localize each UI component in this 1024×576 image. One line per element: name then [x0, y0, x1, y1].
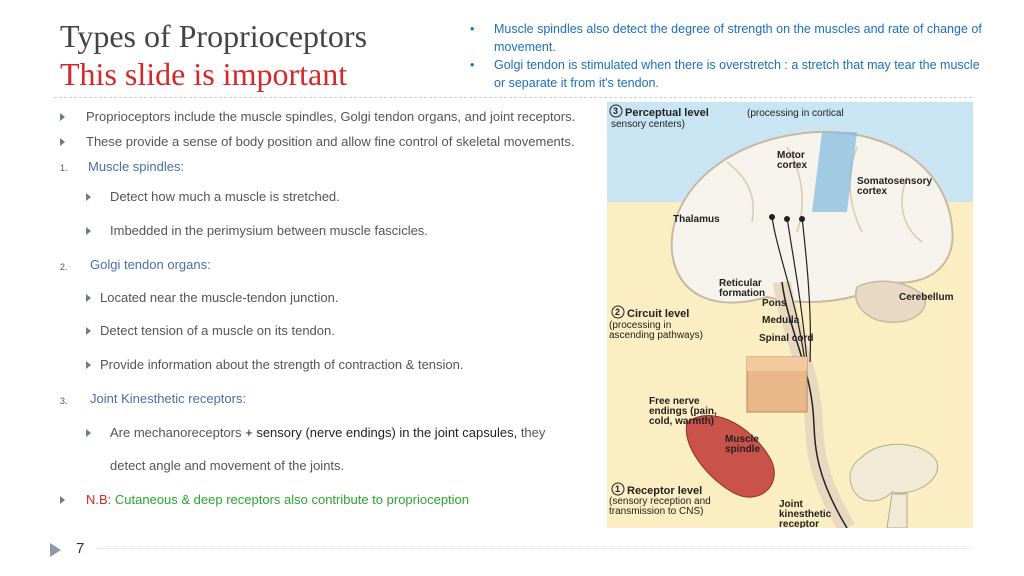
section-number: 3. — [60, 396, 68, 406]
bullet-arrow-icon — [86, 428, 91, 437]
free-nerve-label: Free nerve — [649, 396, 700, 407]
bullet-arrow-icon — [86, 192, 91, 201]
receptor-desc: (sensory reception and — [609, 496, 711, 507]
thalamus-label: Thalamus — [673, 214, 720, 225]
joint-label-2: kinesthetic — [779, 509, 832, 520]
circuit-level-label: Circuit level — [627, 308, 689, 320]
joint-label-3: receptor — [779, 519, 819, 528]
bullet-arrow-icon — [60, 137, 65, 146]
perceptual-number: 3 — [613, 106, 618, 116]
receptor-desc-2: transmission to CNS) — [609, 506, 703, 517]
pons-label: Pons — [762, 298, 787, 309]
nb-note: N.B: Cutaneous & deep receptors also con… — [60, 492, 469, 507]
circuit-number: 2 — [615, 307, 620, 317]
ascending-pathway — [781, 281, 848, 528]
top-note-2: Golgi tendon is stimulated when there is… — [468, 56, 988, 92]
muscle-spindle-label-2: spindle — [725, 444, 760, 455]
list-item: Imbedded in the perimysium between muscl… — [86, 223, 428, 238]
footer-divider — [96, 548, 972, 549]
joint-bone — [849, 443, 938, 502]
section-heading-golgi: Golgi tendon organs: — [90, 257, 211, 272]
list-item: Detect tension of a muscle on its tendon… — [86, 323, 335, 338]
list-item: Located near the muscle-tendon junction. — [86, 290, 339, 305]
reticular-label-2: formation — [719, 288, 765, 299]
top-note-1: Muscle spindles also detect the degree o… — [468, 20, 988, 56]
brain-shape — [670, 130, 954, 304]
section-heading-joint: Joint Kinesthetic receptors: — [90, 391, 247, 406]
title-divider — [54, 97, 972, 98]
section-number: 2. — [60, 262, 68, 272]
bullet-body-position: These provide a sense of body position a… — [60, 134, 575, 149]
page-number: 7 — [76, 540, 85, 557]
list-item-continuation: detect angle and movement of the joints. — [110, 458, 345, 473]
free-nerve-label-2: endings (pain, — [649, 406, 717, 417]
list-item: Are mechanoreceptors + sensory (nerve en… — [86, 425, 545, 440]
bullet-arrow-icon — [60, 495, 65, 504]
bullet-arrow-icon — [86, 360, 91, 369]
proprioception-levels-figure: 3 Perceptual level (processing in cortic… — [607, 102, 973, 528]
somatosensory-label-2: cortex — [857, 186, 887, 197]
bullet-arrow-icon — [60, 112, 65, 121]
receptor-number: 1 — [615, 484, 620, 494]
section-heading-muscle-spindles: Muscle spindles: — [88, 159, 185, 174]
motor-cortex-label-2: cortex — [777, 160, 807, 171]
cerebellum-label: Cerebellum — [899, 292, 954, 303]
section-number: 1. — [60, 163, 68, 173]
list-item: Provide information about the strength o… — [86, 357, 464, 372]
thalamic-fibers — [771, 216, 812, 363]
receptor-level-label: Receptor level — [627, 485, 702, 497]
slide-title: Types of Proprioceptors — [60, 18, 368, 54]
spinal-cord-label: Spinal cord — [759, 333, 813, 344]
circuit-desc-2: ascending pathways) — [609, 330, 703, 341]
muscle-shape — [685, 415, 775, 498]
slide-subtitle-important: This slide is important — [60, 56, 348, 92]
motor-cortex-label: Motor — [777, 150, 805, 161]
perceptual-desc: (processing in cortical — [747, 108, 844, 119]
muscle-spindle-label: Muscle — [725, 434, 759, 445]
list-item: Detect how much a muscle is stretched. — [86, 189, 340, 204]
reticular-label: Reticular — [719, 278, 762, 289]
cerebellum-shape — [855, 280, 926, 323]
perceptual-level-label: Perceptual level — [625, 107, 709, 119]
somatosensory-label: Somatosensory — [857, 176, 932, 187]
bullet-arrow-icon — [86, 226, 91, 235]
medulla-label: Medulla — [762, 315, 800, 326]
free-nerve-label-3: cold, warmth) — [649, 416, 714, 427]
bullet-proprioceptors: Proprioceptors include the muscle spindl… — [60, 109, 575, 124]
joint-label: Joint — [779, 499, 804, 510]
cortex-highlight — [812, 132, 857, 212]
bullet-arrow-icon — [86, 326, 91, 335]
perceptual-desc2: sensory centers) — [611, 119, 685, 130]
circuit-desc: (processing in — [609, 320, 671, 331]
slide-marker-icon — [50, 543, 61, 557]
bullet-arrow-icon — [86, 293, 91, 302]
top-notes: Muscle spindles also detect the degree o… — [468, 20, 988, 92]
brain-folds — [726, 146, 923, 243]
